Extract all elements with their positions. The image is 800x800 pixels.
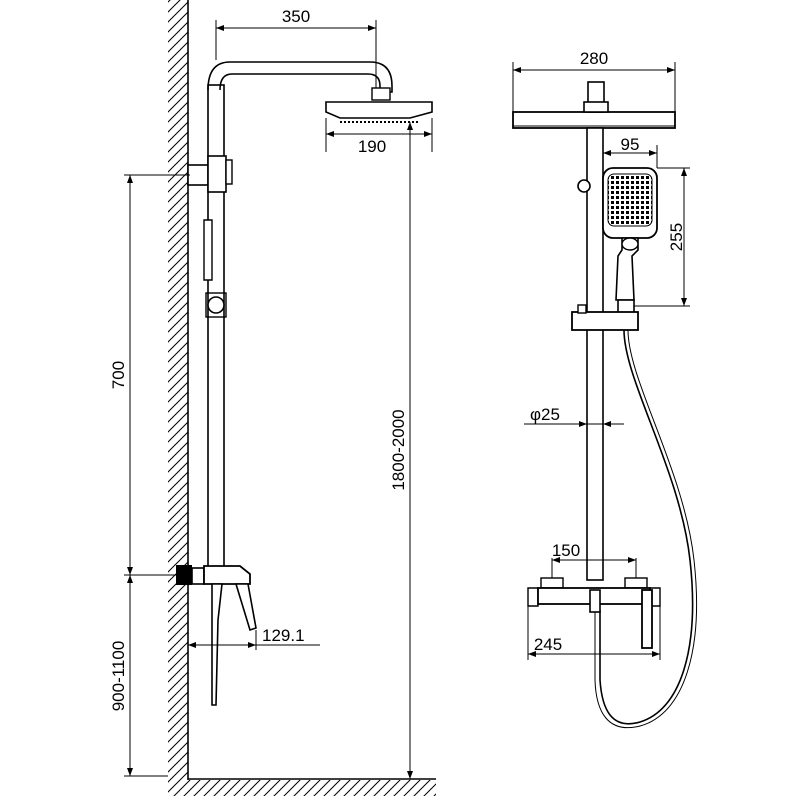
dim-mixer-projection-label: 129.1 <box>262 626 305 645</box>
dimension-head-length: 280 <box>512 49 676 112</box>
bracket-collar <box>207 155 227 193</box>
dimension-hand-shower-width: 95 <box>602 135 658 168</box>
dim-hand-shower-width-label: 95 <box>621 135 640 154</box>
dimension-outlet-height: 900-1100 <box>109 575 168 777</box>
slider-front <box>571 311 639 331</box>
dimension-total-height: 1800-2000 <box>389 122 413 779</box>
rain-head-side <box>325 101 433 119</box>
dimension-head-width: 190 <box>325 118 433 156</box>
dim-rail-length-label: 700 <box>109 361 128 389</box>
mixer-body <box>203 565 251 585</box>
mixer-lever <box>234 583 257 632</box>
dim-pipe-diameter-label: φ25 <box>530 405 560 424</box>
side-view: 350 190 700 900-1100 1800 <box>109 0 436 796</box>
dimension-mixer-width: 245 <box>527 606 661 660</box>
head-nut-front <box>583 101 609 113</box>
dim-mixer-width-label: 245 <box>534 635 562 654</box>
dim-head-reach-label: 350 <box>282 7 310 26</box>
dim-head-width-label: 190 <box>358 137 386 156</box>
wall-hatching <box>168 0 188 780</box>
hand-shower-side <box>203 219 213 281</box>
front-view: 280 95 255 <box>512 49 697 729</box>
mixer-lever-front <box>641 589 653 649</box>
dim-outlet-height-label: 900-1100 <box>109 641 128 712</box>
slider-knob <box>207 296 225 314</box>
dimension-hand-shower-length: 255 <box>634 167 690 307</box>
spray-face <box>607 173 653 227</box>
mixer-front <box>527 577 661 649</box>
hand-shower-front <box>602 167 658 315</box>
riser-pipe-front <box>586 127 604 581</box>
diverter-front <box>577 179 591 193</box>
dim-total-height-label: 1800-2000 <box>389 409 408 490</box>
shower-hose <box>599 329 694 725</box>
dimension-mixer-centers: 150 <box>551 541 637 578</box>
head-connector <box>371 87 391 101</box>
diverter-knob <box>225 159 233 185</box>
dim-mixer-centers-label: 150 <box>552 541 580 560</box>
dimension-pipe-diameter: φ25 <box>524 405 624 427</box>
wall-bracket-top <box>187 164 209 186</box>
floor-hatching <box>168 780 436 796</box>
mixer-eccentric <box>191 567 205 585</box>
dim-head-length-label: 280 <box>580 49 608 68</box>
wall-bracket-bottom <box>176 565 192 585</box>
dimension-mixer-projection: 129.1 <box>188 626 320 650</box>
dim-hand-shower-length-label: 255 <box>667 223 686 251</box>
dimension-head-reach: 350 <box>215 7 377 88</box>
slider-clamp <box>205 292 227 318</box>
spray-button <box>621 237 639 251</box>
overhead-arm <box>207 61 393 93</box>
dimension-rail-length: 700 <box>109 174 190 576</box>
